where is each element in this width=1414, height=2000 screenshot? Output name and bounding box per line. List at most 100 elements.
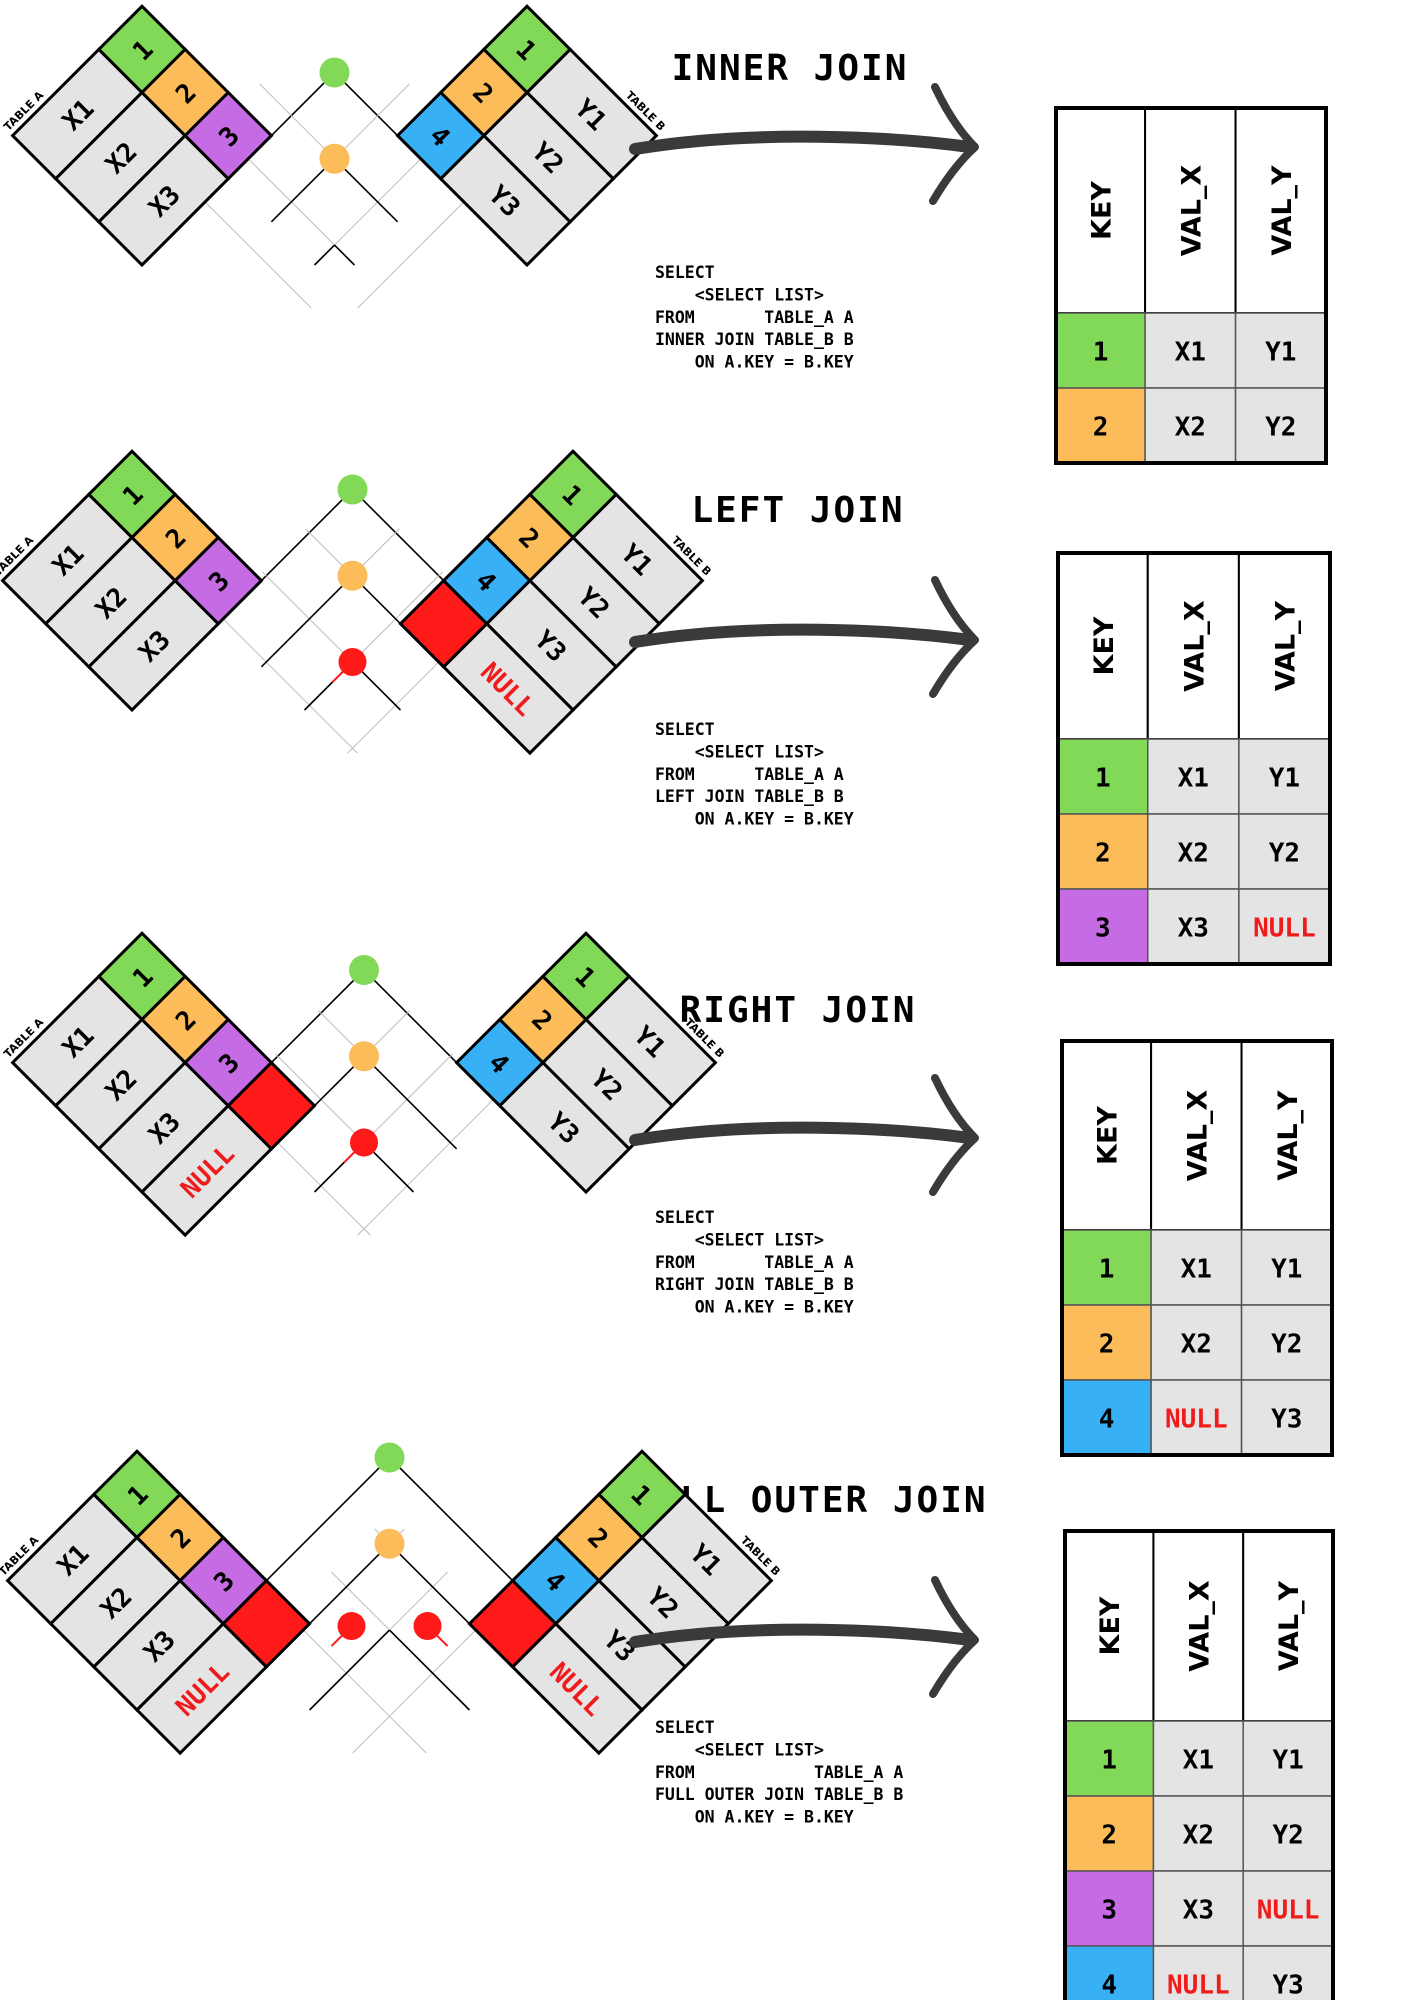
match-dot-key-2 [349,1041,379,1072]
column-header: VAL_X [1176,165,1207,257]
sql-line: FROM TABLE_A A [655,1763,903,1782]
match-dot-key-2 [319,143,350,174]
result-cell-text: 1 [1101,1746,1117,1776]
key-cell [395,90,486,181]
result-value-cell [1238,888,1331,965]
header-cell [1146,552,1240,740]
sql-line: <SELECT LIST> [655,742,824,761]
arrow-icon [629,83,979,205]
sql-line: <SELECT LIST> [655,1740,824,1759]
result-key-cell [1064,1870,1155,1947]
result-cell-text: Y3 [1272,1971,1303,2000]
match-dot-key-1 [374,1442,405,1473]
result-cell-text: 2 [1095,839,1111,869]
result-cell-text: NULL [1167,1971,1230,2000]
result-cell-text: 1 [1093,338,1109,368]
sql-line: FROM TABLE_A A [655,308,854,327]
result-key-cell [1055,312,1146,389]
header-cell [1061,1040,1153,1231]
column-header: KEY [1093,1106,1124,1165]
result-key-cell [1061,1304,1152,1381]
null-key-cell [221,1578,312,1669]
result-cell-text: X3 [1178,914,1209,944]
header-cell [1237,552,1332,740]
result-table-border [1054,106,1328,465]
match-dot-key-2 [374,1528,405,1559]
null-key-cell [226,1060,317,1151]
header-cell [1234,107,1328,314]
match-dot-key-1 [337,474,368,505]
column-header: VAL_Y [1270,600,1301,691]
result-cell-text: Y2 [1271,1330,1302,1360]
result-key-cell [1064,1945,1155,2000]
column-header: KEY [1089,616,1120,675]
result-cell-text: 1 [1099,1255,1115,1285]
sql-query: SELECT <SELECT LIST> FROM TABLE_A A LEFT J… [655,720,854,829]
result-cell-text: NULL [1253,914,1316,944]
result-cell-text: X1 [1183,1746,1214,1776]
result-cell-text: 4 [1099,1405,1115,1435]
result-value-cell [1240,1304,1333,1381]
result-value-cell [1150,1379,1243,1456]
sql-line: LEFT JOIN TABLE_B B [655,787,844,806]
result-cell-text: 4 [1101,1971,1117,2000]
sql-line: INNER JOIN TABLE_B B [655,330,854,349]
match-dot-key-1 [349,955,379,985]
result-cell-text: Y2 [1265,413,1296,443]
arrow-icon [629,1576,979,1698]
match-dot-key-1 [319,57,350,88]
result-value-cell [1242,1870,1334,1947]
result-cell-text: Y1 [1269,764,1300,794]
result-cell-text: 1 [1095,764,1111,794]
unmatched-dot [337,1612,366,1641]
result-cell-text: Y1 [1271,1255,1302,1285]
result-table-border [1063,1529,1335,2000]
result-value-cell [1242,1795,1334,1872]
null-key-cell [467,1578,558,1669]
column-header: KEY [1095,1596,1126,1655]
sql-line: ON A.KEY = B.KEY [655,1808,854,1827]
result-table-border [1056,551,1332,966]
result-cell-text: Y2 [1272,1821,1303,1851]
result-key-cell [1055,387,1146,464]
result-cell-text: Y2 [1269,839,1300,869]
result-table-border [1060,1039,1334,1457]
sql-line: SELECT [655,263,715,282]
result-value-cell [1147,888,1240,965]
header-cell [1055,107,1147,314]
result-value-cell [1150,1304,1243,1381]
result-cell-text: 2 [1099,1330,1115,1360]
key-cell [173,535,264,626]
sql-line: FROM TABLE_A A [655,765,844,784]
result-cell-text: NULL [1165,1405,1228,1435]
sql-line: ON A.KEY = B.KEY [655,1298,854,1317]
result-cell-text: Y3 [1271,1405,1302,1435]
result-value-cell [1144,312,1237,389]
sql-query: SELECT <SELECT LIST>FROM TABLE_A AINNER … [655,263,854,372]
result-cell-text: 3 [1101,1896,1117,1926]
key-cell [454,1017,545,1108]
sql-line: SELECT [655,720,715,739]
result-cell-text: 2 [1093,413,1109,443]
match-dot-key-2 [337,560,368,591]
result-value-cell [1242,1720,1334,1797]
result-cell-text: NULL [1257,1896,1320,1926]
arrow-icon [629,1074,979,1196]
unmatched-dot [350,1128,378,1157]
result-value-cell [1150,1229,1243,1306]
result-cell-text: X1 [1181,1255,1212,1285]
result-cell-text: X2 [1181,1330,1212,1360]
